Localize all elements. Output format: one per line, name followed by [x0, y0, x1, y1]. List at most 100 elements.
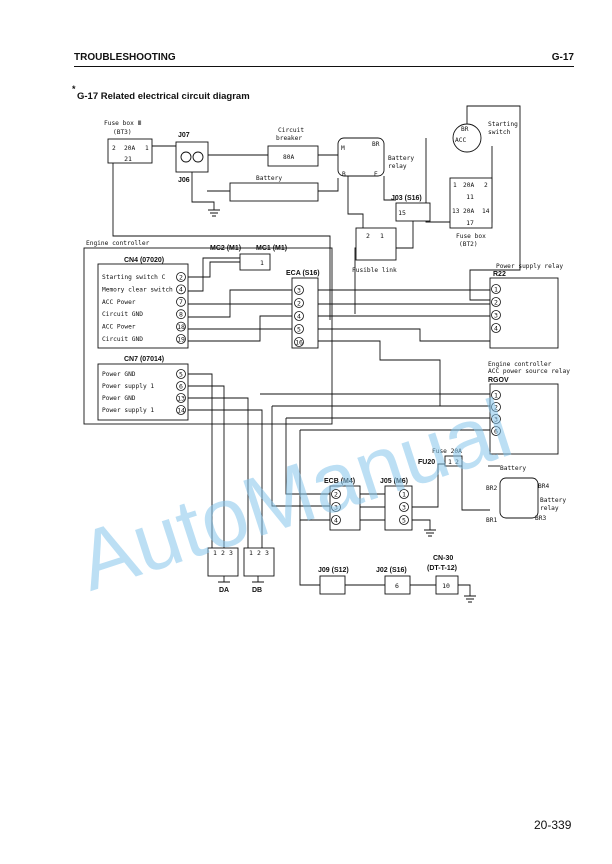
j03-pin: 15 — [398, 209, 406, 217]
battery — [229, 182, 319, 202]
battery-relay-bottom — [499, 477, 539, 519]
starting-switch — [452, 123, 482, 153]
j09-label: J09 (S12) — [318, 567, 349, 574]
breaker-label: breaker — [276, 135, 302, 142]
fuse-box-2-pin: 13 — [452, 208, 460, 215]
rgov-pin: 3 — [494, 415, 498, 423]
db-pin: 1 — [249, 549, 253, 557]
r22-pin-circle — [491, 310, 501, 320]
j07-pin — [180, 151, 192, 163]
eca-pin-circle — [294, 311, 304, 321]
r22-pin-circle — [491, 323, 501, 333]
battery-relay-label: relay — [540, 505, 559, 512]
fusible-link-label: Fusible link — [352, 267, 397, 274]
page-header: TROUBLESHOOTING G-17 — [74, 52, 574, 68]
cn4-block — [97, 263, 189, 349]
ecb-pin-circle — [331, 515, 341, 525]
fuse-box-2-pin: 2 — [484, 182, 488, 189]
j05-label: J05 (M6) — [380, 478, 408, 485]
fuse-box-3-name: Fuse box Ⅲ — [104, 120, 142, 127]
eca-pin: 3 — [297, 286, 301, 294]
cn7-row-label: Power GND — [102, 395, 136, 402]
relay-terminal: BR3 — [535, 515, 546, 522]
db-pin: 3 — [265, 549, 269, 557]
fuse-box-2-name: Fuse box — [456, 233, 486, 240]
cn7-pin: 6 — [179, 382, 183, 390]
fuse-box-3-rating: 20A — [124, 145, 135, 152]
cn4-label: CN4 (07020) — [124, 257, 164, 264]
j09-connector — [319, 575, 346, 595]
db-label: DB — [252, 587, 262, 594]
cn30-label: CN-30 — [433, 555, 453, 562]
cn30-pin: 10 — [442, 582, 450, 590]
cn4-row-label: Circuit GND — [102, 311, 143, 318]
rgov-pin-circle — [491, 390, 501, 400]
section-title: TROUBLESHOOTING — [74, 52, 176, 63]
battery-relay-label: relay — [388, 163, 407, 170]
cn4-row-label: Circuit GND — [102, 336, 143, 343]
fuse-box-3 — [107, 138, 153, 164]
fuse-box-2 — [449, 177, 493, 229]
cn7-pin-circle — [176, 393, 186, 403]
relay-terminal: BR1 — [486, 517, 497, 524]
j02-label: J02 (S16) — [376, 567, 407, 574]
cn7-row-label: Power supply 1 — [102, 383, 154, 390]
relay-terminal: BR4 — [538, 483, 549, 490]
j06-label: J06 — [178, 177, 190, 184]
fuse-20a — [444, 455, 463, 467]
cn30-connector — [435, 575, 459, 595]
eca-pin: 2 — [297, 299, 301, 307]
fuse-box-2-id: (BT2) — [459, 241, 478, 248]
header-rule — [74, 66, 574, 67]
cn7-pin-circle — [176, 381, 186, 391]
j05-pin-circle — [399, 502, 409, 512]
eca-pin-circle — [294, 337, 304, 347]
da-diode — [207, 547, 239, 577]
ecb-pin: 2 — [334, 490, 338, 498]
eca-label: ECA (S16) — [286, 270, 320, 277]
circuit-breaker — [267, 145, 319, 167]
cn4-pin-circle — [176, 321, 186, 332]
j02-connector — [384, 575, 411, 595]
cn7-row-label: Power supply 1 — [102, 407, 154, 414]
ecb-pin: 3 — [334, 503, 338, 511]
fuse-20a-label: Fuse 20A — [432, 448, 462, 455]
eca-pin-circle — [294, 324, 304, 334]
eca-pin: 4 — [297, 312, 301, 320]
battery-relay-label: Battery — [388, 155, 414, 162]
fusible-link-pin: 2 — [366, 232, 370, 240]
db-pin: 2 — [257, 549, 261, 557]
fu20-pin: 2 — [455, 458, 459, 466]
revision-marker: * — [72, 84, 76, 94]
ecb-label: ECB (M4) — [324, 478, 355, 485]
cn7-label: CN7 (07014) — [124, 356, 164, 363]
cn7-row-label: Power GND — [102, 371, 136, 378]
engine-controller — [83, 247, 333, 425]
battery-arrow-label: Battery — [500, 465, 526, 472]
cn4-pin-circle — [176, 334, 186, 344]
j05-pin: 1 — [402, 490, 406, 498]
cn30-sublabel: (DT-T-12) — [427, 565, 457, 572]
j02-pin: 6 — [395, 582, 399, 590]
j07-label: J07 — [178, 132, 190, 139]
relay-terminal: E — [374, 171, 378, 178]
fuse-box-2-pin: 1 — [453, 182, 457, 189]
eca-pin-circle — [294, 298, 304, 308]
cn4-pin: 2 — [179, 273, 183, 281]
starting-switch-label: switch — [488, 129, 511, 136]
j03-connector — [395, 202, 431, 222]
cn4-pin-circle — [176, 296, 186, 307]
fuse-box-2-pin: 11 — [466, 193, 474, 201]
r22-pin-circle — [491, 284, 501, 294]
j07-pin — [192, 151, 204, 163]
eca-pin: 16 — [295, 338, 303, 346]
rgov-pin-circle — [491, 402, 501, 412]
fu20-pin: 1 — [448, 458, 452, 466]
cn4-pin-circle — [176, 284, 186, 295]
cn7-pin: 5 — [179, 370, 183, 378]
r22-pin: 3 — [494, 311, 498, 319]
cn4-pin: 4 — [179, 286, 183, 294]
switch-terminal: ACC — [455, 137, 466, 144]
r22-relay — [489, 277, 559, 349]
